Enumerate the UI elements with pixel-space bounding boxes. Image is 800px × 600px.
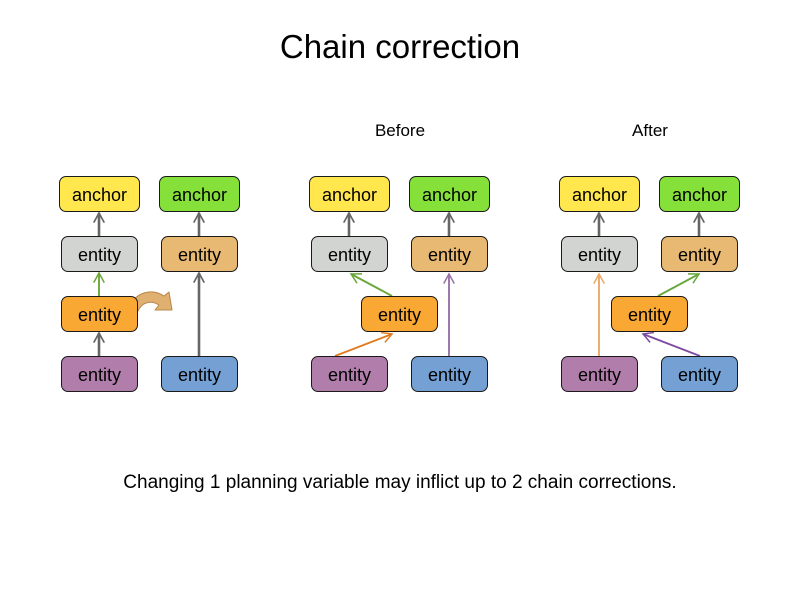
node-p3-anchor-green[interactable]: anchor — [659, 176, 740, 212]
node-p1-entity-grey[interactable]: entity — [61, 236, 138, 272]
arrow-p2-a4 — [334, 331, 394, 357]
caption-text: Changing 1 planning variable may inflict… — [123, 472, 677, 493]
node-p3-entity-tan[interactable]: entity — [661, 236, 738, 272]
node-p1-entity-blue[interactable]: entity — [161, 356, 238, 392]
curved-arrow-p1-move-curve — [129, 291, 173, 312]
node-p1-entity-purple[interactable]: entity — [61, 356, 138, 392]
arrow-p1-a2 — [192, 211, 206, 236]
node-p3-entity-purple[interactable]: entity — [561, 356, 638, 392]
arrow-p2-a1 — [342, 211, 356, 236]
arrow-p3-a3 — [593, 272, 605, 356]
arrow-p3-a2 — [692, 211, 706, 236]
node-p2-entity-orange[interactable]: entity — [361, 296, 438, 332]
arrow-layer — [92, 211, 706, 357]
node-p3-entity-blue[interactable]: entity — [661, 356, 738, 392]
curved-move-arrow-layer — [129, 291, 173, 312]
arrow-p3-a4 — [657, 273, 701, 297]
arrow-p1-a3 — [93, 271, 105, 296]
page-title: Chain correction — [279, 28, 521, 65]
node-p2-entity-tan[interactable]: entity — [411, 236, 488, 272]
arrow-p2-a2 — [442, 211, 456, 236]
node-p1-entity-orange[interactable]: entity — [61, 296, 138, 332]
arrow-p2-a3 — [349, 273, 393, 297]
node-p3-entity-orange[interactable]: entity — [611, 296, 688, 332]
node-p2-anchor-green[interactable]: anchor — [409, 176, 490, 212]
node-p2-entity-purple[interactable]: entity — [311, 356, 388, 392]
node-p2-anchor-yellow[interactable]: anchor — [309, 176, 390, 212]
panel-label-before: Before — [374, 121, 426, 140]
arrow-p1-a4 — [92, 331, 106, 356]
node-p1-anchor-yellow[interactable]: anchor — [59, 176, 140, 212]
node-p1-anchor-green[interactable]: anchor — [159, 176, 240, 212]
node-p3-anchor-yellow[interactable]: anchor — [559, 176, 640, 212]
arrow-p1-a1 — [92, 211, 106, 236]
arrow-p2-a5 — [443, 272, 455, 356]
node-p2-entity-grey[interactable]: entity — [311, 236, 388, 272]
node-p3-entity-grey[interactable]: entity — [561, 236, 638, 272]
panel-label-after: After — [632, 121, 668, 140]
arrow-p1-a5 — [192, 271, 206, 356]
arrow-p3-a1 — [592, 211, 606, 236]
node-p1-entity-tan[interactable]: entity — [161, 236, 238, 272]
node-p2-entity-blue[interactable]: entity — [411, 356, 488, 392]
arrow-p3-a5 — [641, 331, 701, 357]
